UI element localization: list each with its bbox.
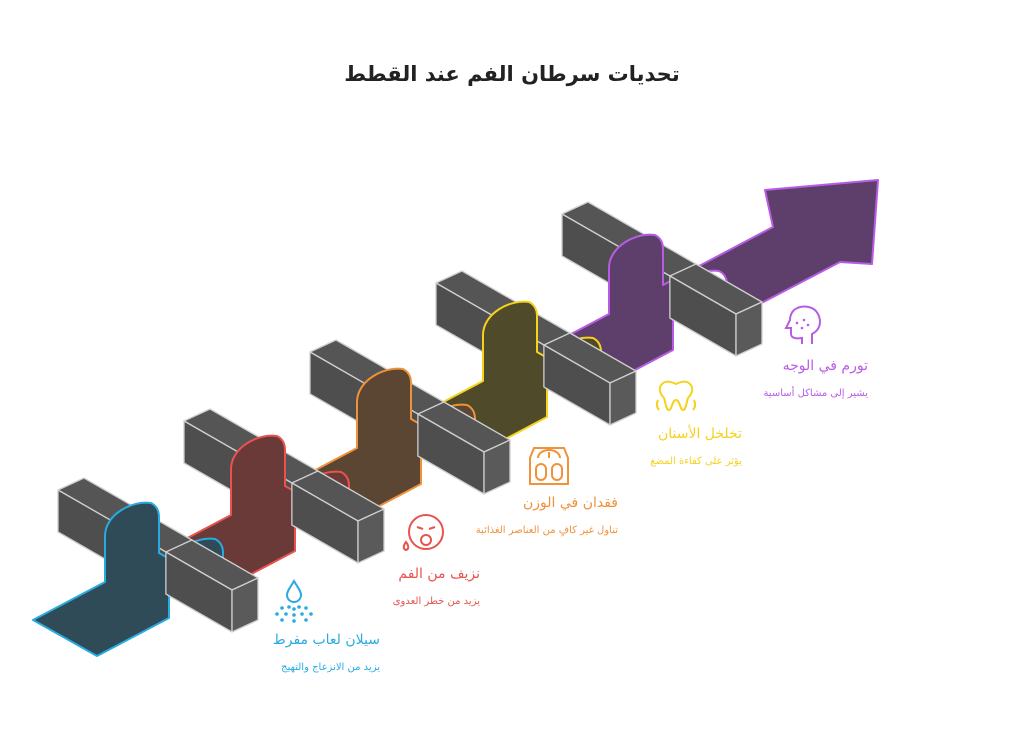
bar-5-front-end [735, 301, 763, 357]
step-1: سيلان لعاب مفرط يزيد من الانزعاج والتهيج [250, 632, 380, 673]
step-description: يزيد من الانزعاج والتهيج [281, 662, 380, 673]
bar-4-front-end [609, 370, 637, 426]
step-description: يشير إلى مشاكل أساسية [763, 388, 868, 399]
face-profile-icon [784, 305, 821, 344]
droplet-spray-icon [275, 578, 313, 623]
bar-1-front-end [231, 577, 259, 633]
scale-icon [529, 447, 569, 485]
step-label: تخلخل الأسنان [657, 426, 742, 442]
step-4: تخلخل الأسنان يؤثر على كفاءة المضغ [620, 426, 742, 467]
step-label: تورم في الوجه [782, 358, 868, 374]
step-5: تورم في الوجه يشير إلى مشاكل أساسية [750, 358, 868, 399]
page-title: تحديات سرطان الفم عند القطط [344, 62, 680, 86]
bar-2-front-end [357, 508, 385, 564]
step-label: فقدان في الوزن [523, 495, 618, 511]
step-description: يزيد من خطر العدوى [392, 596, 480, 607]
step-2: نزيف من الفم يزيد من خطر العدوى [370, 566, 480, 607]
step-description: تناول غير كافٍ من العناصر الغذائية [475, 525, 618, 536]
step-label: سيلان لعاب مفرط [272, 632, 380, 648]
step-3: فقدان في الوزن تناول غير كافٍ من العناصر… [475, 495, 618, 536]
bar-3-front-end [483, 439, 511, 495]
step-description: يؤثر على كفاءة المضغ [650, 456, 742, 467]
sick-face-icon [402, 514, 444, 552]
step-label: نزيف من الفم [398, 566, 480, 582]
tooth-icon [655, 380, 697, 412]
